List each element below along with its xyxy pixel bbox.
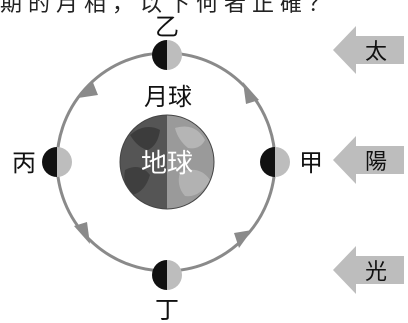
sunlight-arrow-1: 太 bbox=[333, 26, 404, 74]
orbit-arrow-top-left bbox=[78, 80, 98, 98]
moon-position-bing bbox=[42, 147, 72, 177]
sunlight-char-2: 陽 bbox=[365, 150, 387, 175]
position-label-yi: 乙 bbox=[155, 13, 179, 41]
position-label-jia: 甲 bbox=[299, 149, 323, 177]
earth-label: 地球 bbox=[141, 149, 193, 179]
position-label-ding: 丁 bbox=[155, 296, 179, 323]
orbit-arrow-bottom-left bbox=[74, 222, 90, 244]
sunlight-char-1: 太 bbox=[365, 40, 387, 65]
cut-off-question-text: 期的月相，以下何者正確？ bbox=[0, 0, 337, 17]
sunlight-arrow-2: 陽 bbox=[333, 136, 404, 184]
orbit-arrow-top-right bbox=[243, 82, 259, 104]
earth: 地球 bbox=[119, 114, 215, 210]
orbit-arrow-bottom-right bbox=[234, 230, 252, 248]
moon-position-yi bbox=[152, 40, 182, 70]
sunlight-arrow-3: 光 bbox=[333, 246, 404, 294]
moon-position-ding bbox=[152, 260, 182, 290]
position-label-bing: 丙 bbox=[12, 149, 36, 177]
moon-position-jia bbox=[260, 147, 290, 177]
moon-label: 月球 bbox=[144, 83, 192, 111]
sunlight-char-3: 光 bbox=[365, 260, 387, 285]
